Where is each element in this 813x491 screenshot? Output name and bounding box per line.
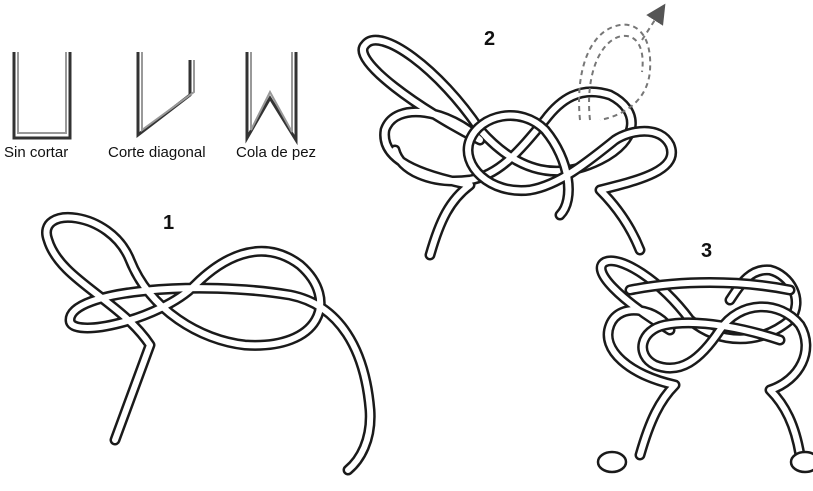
corte-diagonal-icon bbox=[138, 52, 194, 135]
step-label-3: 3 bbox=[701, 240, 712, 263]
step-label-2: 2 bbox=[484, 28, 495, 51]
step-2-knot bbox=[363, 12, 672, 255]
step-3-knot bbox=[598, 261, 813, 472]
cut-label-cola-de-pez: Cola de pez bbox=[236, 144, 316, 161]
sin-cortar-icon bbox=[14, 52, 70, 138]
cut-label-sin-cortar: Sin cortar bbox=[4, 144, 68, 161]
dashed-arrow-icon bbox=[642, 12, 660, 40]
step-1-knot bbox=[46, 217, 370, 470]
cola-de-pez-icon bbox=[247, 52, 296, 140]
cut-label-corte-diagonal: Corte diagonal bbox=[108, 144, 206, 161]
step-label-1: 1 bbox=[163, 212, 174, 235]
